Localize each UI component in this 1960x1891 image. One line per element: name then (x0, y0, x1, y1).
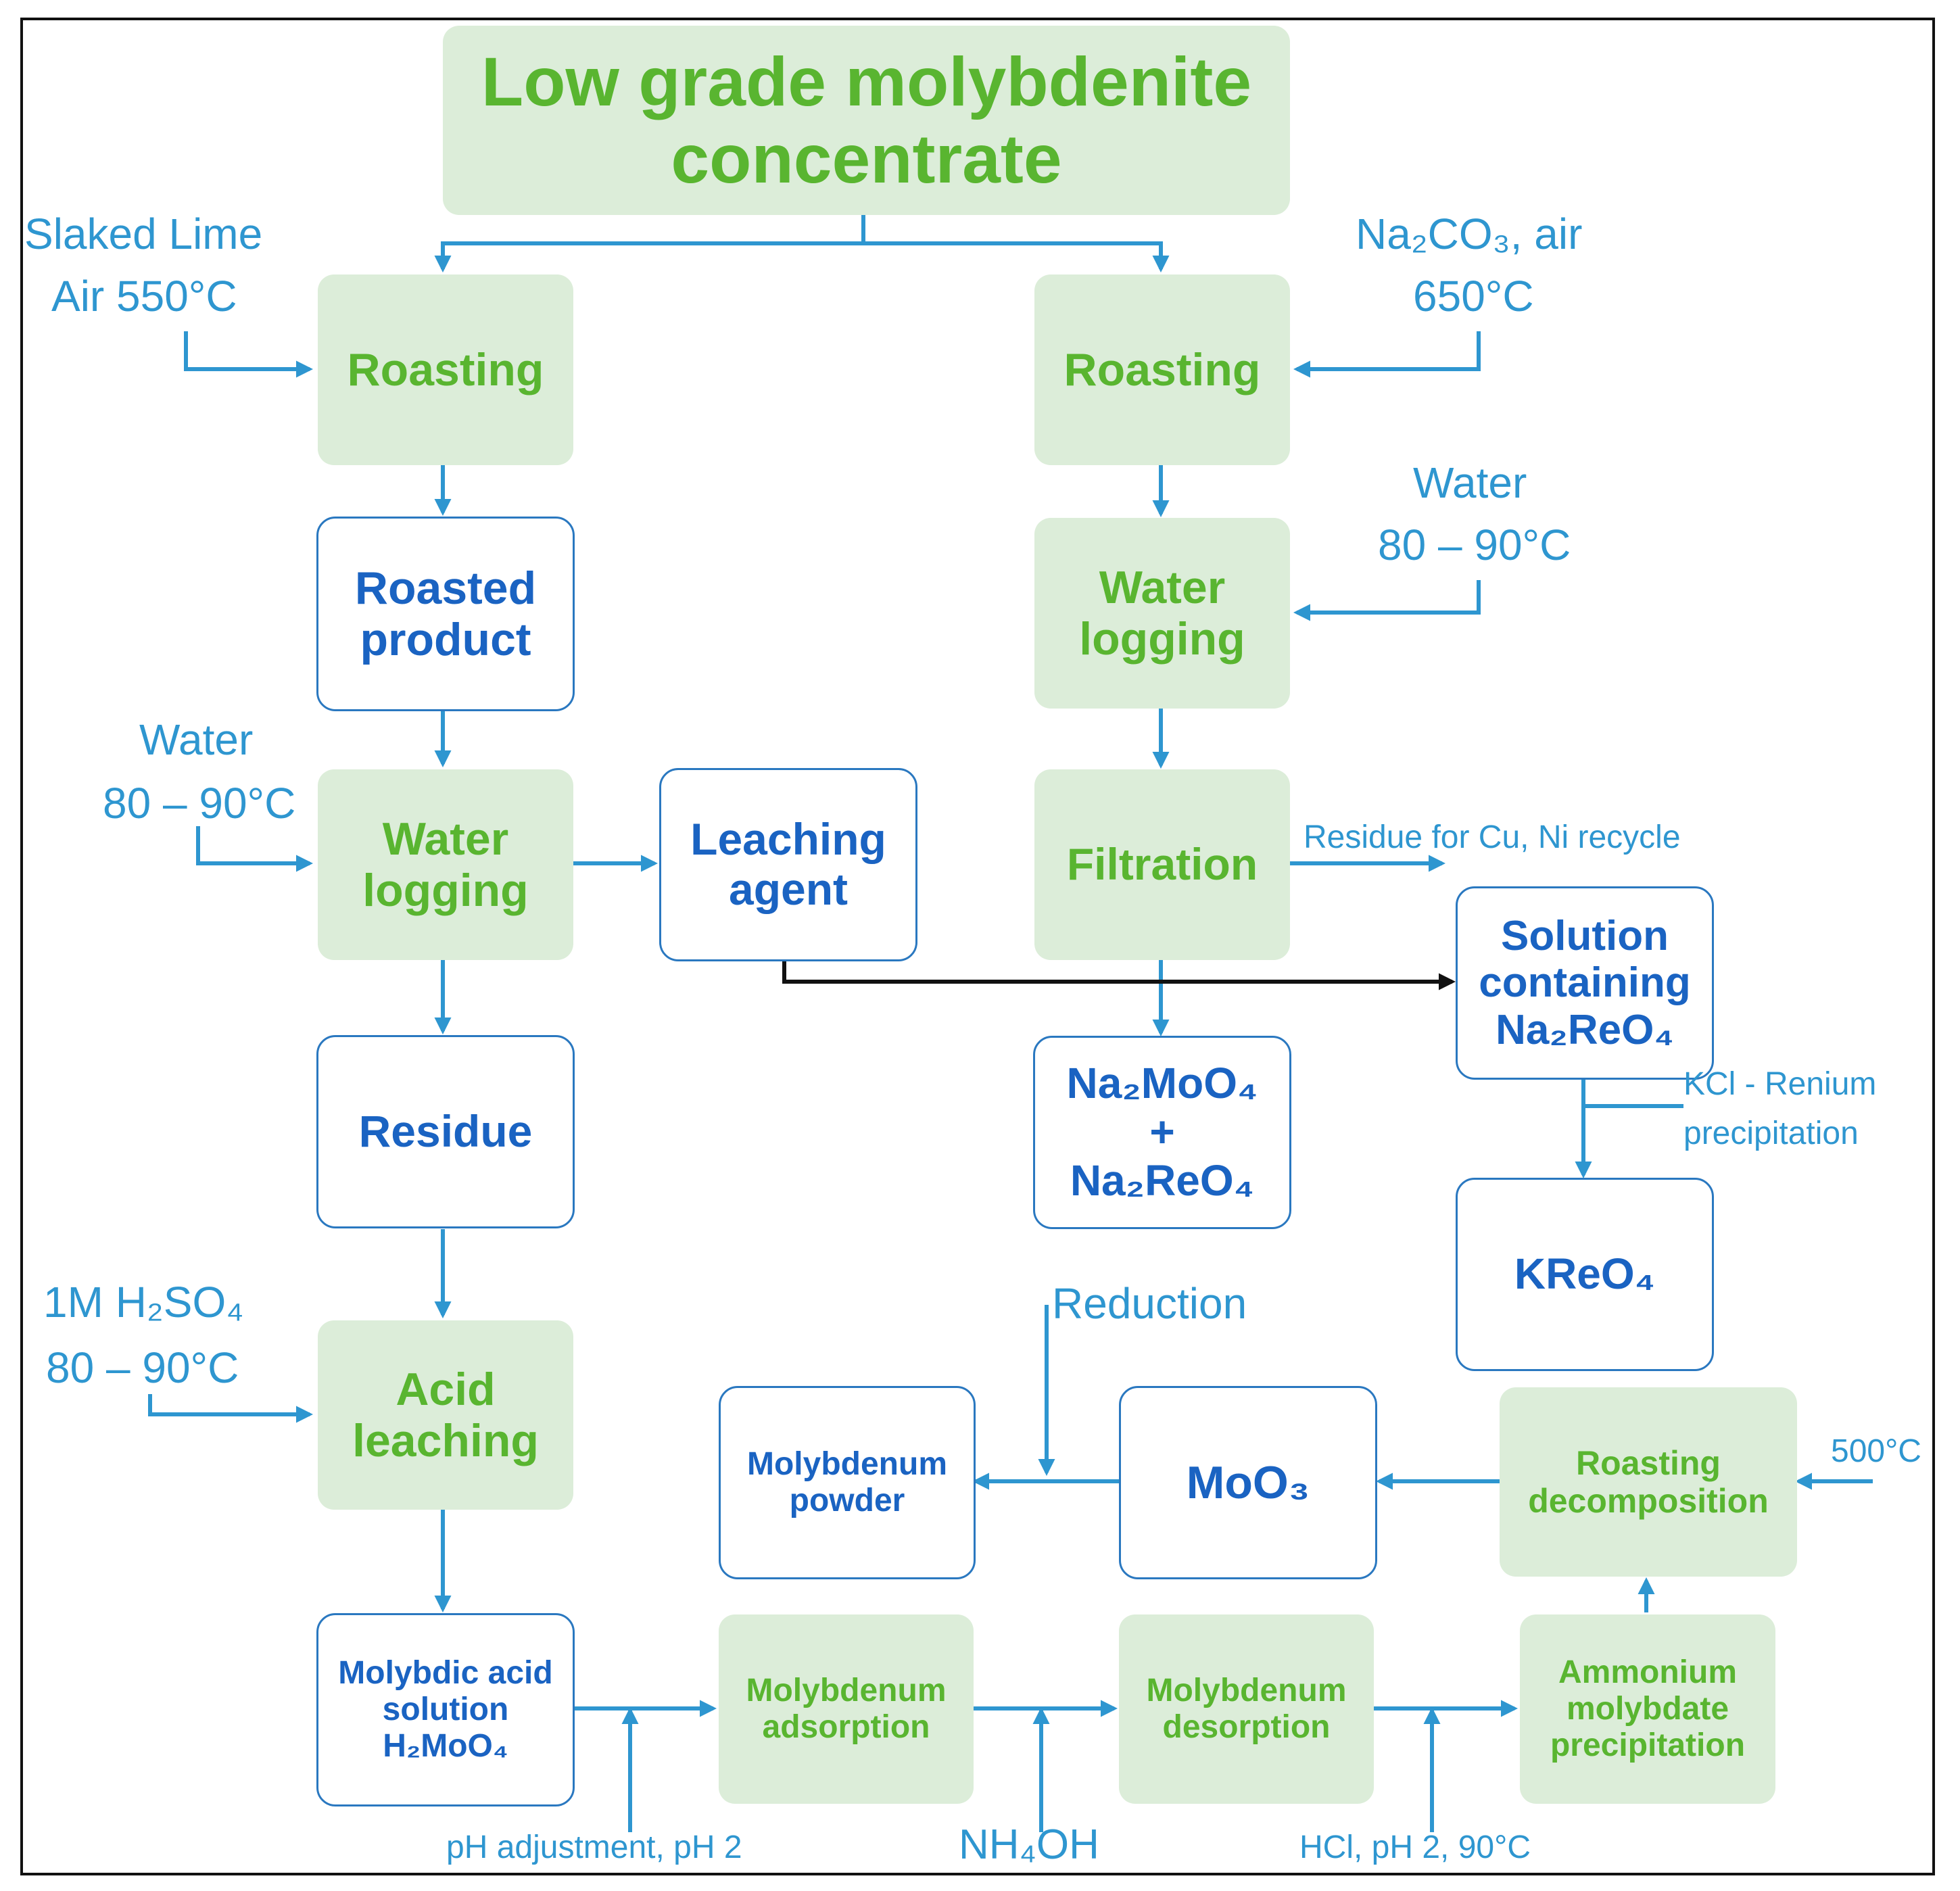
node-roasting-left: Roasting (318, 274, 573, 465)
label-water-left: Water (139, 715, 254, 764)
arrow-na2co3-input (1293, 331, 1481, 378)
node-roasting-decomposition: Roasting decomposition (1500, 1387, 1797, 1577)
node-kreo4: KReO₄ (1456, 1178, 1714, 1371)
arrow-leaching-agent-to-solution (782, 960, 1456, 990)
node-water-logging-right: Water logging (1034, 518, 1290, 709)
node-molybdenum-adsorption: Molybdenum adsorption (719, 1614, 974, 1804)
label-na2co3-air: Na₂CO₃, air (1356, 210, 1583, 258)
arrow-water-right-input (1293, 580, 1481, 621)
node-molybdic-acid-solution: Molybdic acid solution H₂MoO₄ (316, 1613, 575, 1806)
label-residue-cu-ni: Residue for Cu, Ni recycle (1304, 819, 1681, 855)
label-kcl-line1: KCl - Renium (1683, 1066, 1877, 1102)
node-source: Low grade molybdenite concentrate (443, 26, 1290, 215)
label-water-right: Water (1413, 458, 1527, 507)
node-molybdenum-desorption: Molybdenum desorption (1119, 1614, 1374, 1804)
node-roasted-product: Roasted product (316, 517, 575, 711)
label-temp-650: 650°C (1413, 272, 1534, 320)
label-ph-adjustment: pH adjustment, pH 2 (446, 1829, 742, 1865)
label-hcl: HCl, pH 2, 90°C (1299, 1829, 1531, 1865)
label-nh4oh: NH₄OH (959, 1821, 1099, 1868)
node-filtration: Filtration (1034, 769, 1290, 960)
label-air-550: Air 550°C (51, 272, 237, 320)
node-na2moo4-na2reo4: Na₂MoO₄ + Na₂ReO₄ (1033, 1036, 1291, 1229)
node-acid-leaching: Acid leaching (318, 1320, 573, 1510)
label-kcl-line2: precipitation (1683, 1116, 1859, 1151)
node-leaching-agent: Leaching agent (659, 768, 917, 961)
node-molybdenum-powder: Molybdenum powder (719, 1386, 976, 1579)
label-h2so4: 1M H₂SO₄ (43, 1278, 244, 1326)
node-ammonium-molybdate-precipitation: Ammonium molybdate precipitation (1520, 1614, 1775, 1804)
label-temp-left: 80 – 90°C (103, 779, 296, 828)
arrow-source-to-roasting-right (863, 241, 1170, 273)
node-roasting-right: Roasting (1034, 274, 1290, 465)
arrow-slaked-lime-input (184, 331, 314, 378)
label-temp-500: 500°C (1831, 1433, 1921, 1469)
arrow-source-to-roasting-left (434, 241, 863, 273)
label-reduction: Reduction (1052, 1279, 1247, 1328)
node-solution-na2reo4: Solution containing Na₂ReO₄ (1456, 886, 1714, 1080)
label-slaked-lime: Slaked Lime (24, 210, 263, 258)
label-temp-right: 80 – 90°C (1378, 521, 1571, 569)
arrow-h2so4-input (148, 1394, 314, 1423)
diagram-frame (20, 18, 1935, 1875)
arrow-water-left-input (196, 826, 314, 872)
label-temp-acid: 80 – 90°C (46, 1343, 239, 1392)
node-water-logging-left: Water logging (318, 769, 573, 960)
node-moo3: MoO₃ (1119, 1386, 1377, 1579)
node-residue: Residue (316, 1035, 575, 1228)
